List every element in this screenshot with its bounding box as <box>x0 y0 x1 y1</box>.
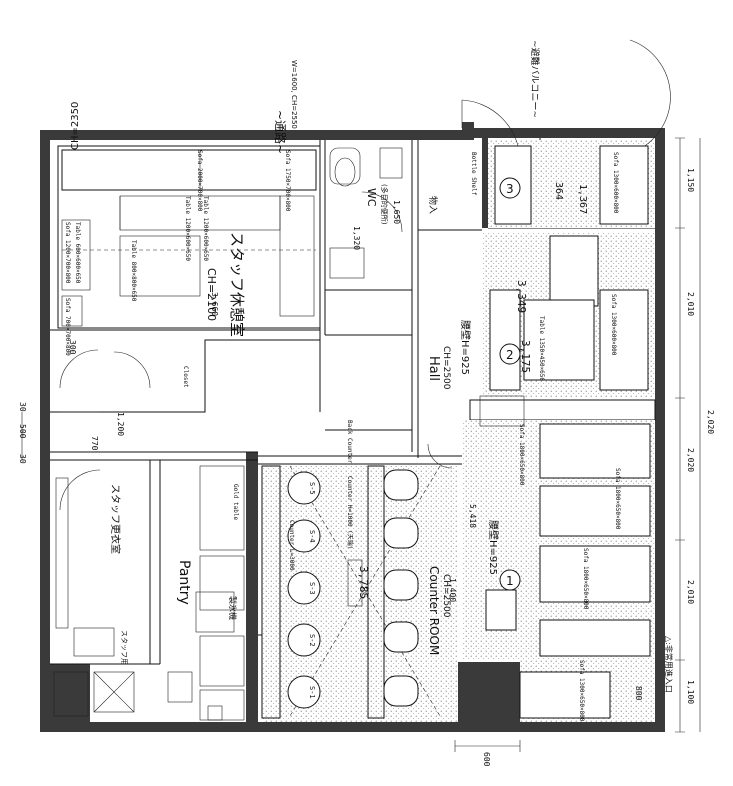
entrance-title: △:非常用進入口 <box>664 636 674 693</box>
balcony-title: ~避難バルコニー~ <box>529 40 541 118</box>
zone-markers: 3 2 1 <box>499 177 521 591</box>
seat-s1: S-1 <box>308 686 316 699</box>
seat-s2: S-2 <box>308 634 316 647</box>
seat-s4: S-4 <box>308 530 316 543</box>
label-sofa-r6: Sofa 1300×650×800 <box>578 660 585 722</box>
text-dimensions: 1,150 2,010 2,020 2,010 1,100 2,020 1,20… <box>18 168 715 767</box>
dim-800: 800 <box>634 686 643 701</box>
dim-1400: 1,400 <box>448 578 457 602</box>
text-top: CH=2350 ~通路~ W=1600, CH=2550 ~避難バルコニー~ <box>70 40 541 154</box>
zone-1: 1 <box>506 574 514 588</box>
dim-1200: 1,200 <box>116 412 125 436</box>
corridor-dims: W=1600, CH=2550 <box>290 60 298 129</box>
dim-2010-a: 2,010 <box>686 292 695 316</box>
dim-364: 364 <box>553 182 564 200</box>
counter <box>261 465 441 719</box>
dim-1367: 1,367 <box>577 184 588 214</box>
seat-s3: S-3 <box>308 582 316 595</box>
label-table-small: Table 600×600×650 <box>74 222 81 284</box>
hall-title: Hall <box>426 356 441 381</box>
corridor-title: ~通路~ <box>273 110 288 154</box>
dim-500: 500 <box>18 424 27 439</box>
dim-600-bottom: 600 <box>482 752 491 767</box>
label-sofa-top: Sofa 1750×700×800 <box>284 150 291 212</box>
label-gold-table: Gold table <box>232 484 239 521</box>
label-sofa-r2: Sofa 1300×600×800 <box>610 294 617 356</box>
counter-stools <box>287 469 419 709</box>
label-sofa-left2: Sofa 700×700×800 <box>64 298 71 356</box>
label-sofa-r4: Sofa 1800×650×800 <box>614 468 621 530</box>
label-ice-maker: 製氷機 <box>228 596 238 620</box>
label-counter-l: Counter L=3000 <box>288 520 295 571</box>
dim-2010-b: 2,010 <box>686 580 695 604</box>
label-sofa-r5: Sofa 1800×650×800 <box>582 548 589 610</box>
dim-2020-a: 2,020 <box>686 448 695 472</box>
label-lower-floor: 腰壁H=925 <box>459 320 472 375</box>
dim-2020-b: 2,020 <box>706 410 715 434</box>
pantry-fixtures <box>53 465 245 721</box>
label-table-box: Table 800×800×650 <box>130 240 137 302</box>
label-sofa-r1: Sofa 1300×600×800 <box>612 152 619 214</box>
label-sofa-top2: Sofa 2000×700×800 <box>196 150 203 212</box>
staff-room-ch: CH=2100 <box>205 268 218 321</box>
counter-ch: CH=2500 <box>441 574 451 618</box>
interior-walls <box>50 138 656 665</box>
wc-sub: (多目的便所) <box>380 184 389 225</box>
zone-2: 2 <box>506 348 514 362</box>
dim-300: 300 <box>68 340 77 355</box>
text-rooms: スタッフ休憩室 CH=2100 3,660 WC (多目的便所) 1,650 1… <box>109 184 674 693</box>
dim-770: 770 <box>90 436 99 451</box>
seat-s5: S-5 <box>308 482 316 495</box>
ch-left: CH=2350 <box>70 102 81 150</box>
seat-labels: S-1 S-2 S-3 S-4 S-5 <box>308 482 316 699</box>
dim-1100: 1,100 <box>686 680 695 704</box>
dim-30b: 30 <box>18 454 27 464</box>
label-table-r: Table 1350×450×650 <box>538 316 545 381</box>
dim-3175: 3,175 <box>519 340 532 373</box>
text-furniture: Sofa 1750×700×800 Sofa 2000×700×800 Tabl… <box>64 150 621 722</box>
label-closet: Closet <box>182 366 189 388</box>
outer-walls <box>40 122 665 732</box>
dim-5418: 5,418 <box>468 504 477 528</box>
label-sofa-r3: Sofa 1800×650×800 <box>518 424 525 486</box>
staff-room-ch2: 3,660 <box>210 292 219 316</box>
dim-3785: 3,785 <box>357 566 370 599</box>
label-table-a: Table 1200×600×650 <box>202 196 209 261</box>
locker-title: スタッフ更衣室 <box>109 484 122 554</box>
dim-30a: 30 <box>18 402 27 412</box>
label-lower-floor2: 腰壁H=925 <box>487 520 500 575</box>
label-counter-top: Counter H=1000 (天端) <box>346 476 354 549</box>
counter-room-title: Counter ROOM <box>427 566 441 655</box>
pantry-title: Pantry <box>176 560 192 605</box>
staff-room-title: スタッフ休憩室 <box>228 232 246 337</box>
wc-dim2: 1,320 <box>352 226 361 250</box>
wc-title: WC <box>365 188 378 207</box>
staff-room-furniture <box>61 149 317 327</box>
label-sink: スタッフ用 <box>120 630 129 665</box>
wc-fixtures <box>329 147 403 279</box>
label-sofa-left: Sofa 1200×700×800 <box>64 222 71 284</box>
storage-title: 物入 <box>427 196 439 214</box>
dimension-lines <box>21 137 701 752</box>
label-table-b: Table 1200×600×650 <box>184 196 191 261</box>
wc-dim: 1,650 <box>392 200 401 224</box>
hall-ch: CH=2500 <box>441 346 451 390</box>
dim-1150: 1,150 <box>686 168 695 192</box>
label-bottle-shelf: Bottle Shelf <box>470 152 477 196</box>
dim-3349: 3,349 <box>515 280 528 313</box>
zone-3: 3 <box>506 182 514 196</box>
label-back-counter: Back Counter <box>346 420 353 464</box>
